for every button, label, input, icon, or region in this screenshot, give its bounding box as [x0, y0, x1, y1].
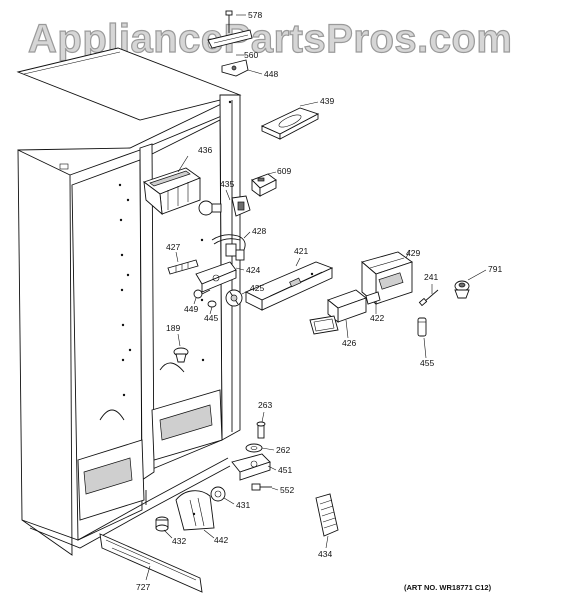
- callout-439: 439: [320, 96, 334, 106]
- callout-455: 455: [420, 358, 434, 368]
- callout-426: 426: [342, 338, 356, 348]
- callout-434: 434: [318, 549, 332, 559]
- part-421-control-housing: [244, 261, 334, 311]
- callout-727: 727: [136, 582, 150, 592]
- part-263-pin: [256, 421, 266, 439]
- callout-435: 435: [220, 179, 234, 189]
- part-427-connector: [167, 259, 199, 275]
- callout-429: 429: [406, 248, 420, 258]
- part-552-bolt: [251, 483, 272, 491]
- callout-241: 241: [424, 272, 438, 282]
- part-578-screw: [225, 10, 233, 33]
- callout-552: 552: [280, 485, 294, 495]
- callout-451: 451: [278, 465, 292, 475]
- part-448-clip: [221, 59, 249, 77]
- part-422-sensor: [365, 291, 381, 305]
- callout-263: 263: [258, 400, 272, 410]
- callout-442: 442: [214, 535, 228, 545]
- part-445-washer: [207, 300, 217, 308]
- callout-791: 791: [488, 264, 502, 274]
- part-442-cam: [175, 490, 215, 531]
- part-callouts: 578 560 448 439 436 609 435 428 427 421 …: [136, 10, 502, 592]
- part-262-washer: [245, 443, 263, 453]
- part-560-bracket: [207, 29, 253, 49]
- liner-mounting-holes: [118, 183, 205, 397]
- part-432-cap: [155, 516, 169, 532]
- part-791-fitting: [454, 280, 470, 299]
- leader-lines: [145, 14, 487, 581]
- part-439-cover: [260, 107, 320, 140]
- callout-445: 445: [204, 313, 218, 323]
- part-241-pin: [418, 289, 439, 307]
- callout-421: 421: [294, 246, 308, 256]
- callout-189: 189: [166, 323, 180, 333]
- part-435-light-bulb: [198, 195, 251, 217]
- part-424-bracket: [195, 261, 237, 293]
- callout-560: 560: [244, 50, 258, 60]
- callout-436: 436: [198, 145, 212, 155]
- part-436-light-housing: [143, 167, 201, 216]
- callout-428: 428: [252, 226, 266, 236]
- art-number: (ART NO. WR18771 C12): [404, 583, 492, 592]
- callout-427: 427: [166, 242, 180, 252]
- callout-449: 449: [184, 304, 198, 314]
- part-425-control-knob: [225, 289, 243, 307]
- callout-609: 609: [277, 166, 291, 176]
- part-727-base-grille: [99, 533, 203, 593]
- callout-432: 432: [172, 536, 186, 546]
- callout-422: 422: [370, 313, 384, 323]
- callout-448: 448: [264, 69, 278, 79]
- part-434-grille: [315, 493, 339, 537]
- callout-262: 262: [276, 445, 290, 455]
- callout-425: 425: [250, 283, 264, 293]
- part-431-roller: [210, 486, 226, 502]
- part-428-wire-harness: [211, 234, 246, 261]
- callout-424: 424: [246, 265, 260, 275]
- callout-431: 431: [236, 500, 250, 510]
- callout-578: 578: [248, 10, 262, 20]
- part-451-hinge-bracket: [231, 453, 271, 481]
- part-455-plug: [417, 317, 427, 337]
- part-609-switch: [251, 173, 277, 197]
- part-426-module: [309, 289, 367, 335]
- refrigerator-cabinet: [16, 47, 242, 556]
- part-449-knob-shaft: [193, 289, 211, 299]
- part-189-grommet: [173, 347, 189, 363]
